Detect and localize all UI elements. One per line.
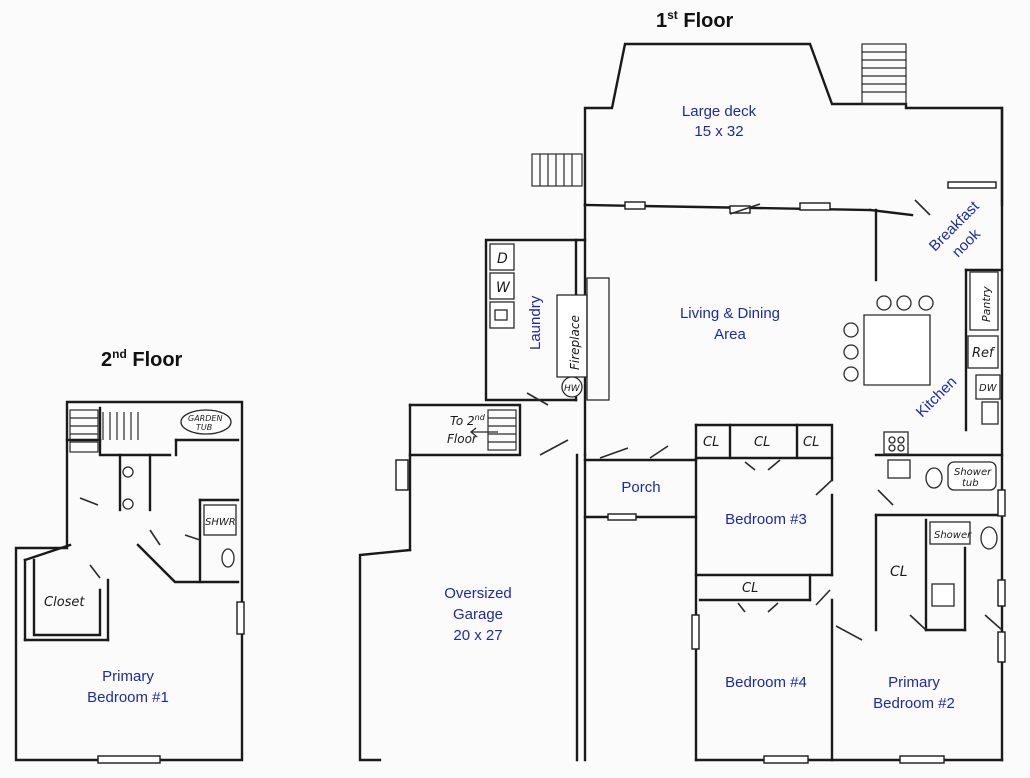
refrigerator-label: Ref (972, 346, 996, 361)
walk-in-closet-label: Closet (44, 595, 85, 610)
fireplace-label: Fireplace (568, 315, 582, 370)
primary-bedroom-1-label-2: Bedroom #1 (87, 689, 169, 706)
washer-label: W (496, 280, 511, 296)
porch-label: Porch (621, 479, 660, 496)
first-floor-doors (526, 199, 1003, 641)
garden-tub-icon (180, 409, 232, 435)
closet-label-1: CL (703, 435, 719, 450)
stairs-to-second-floor-note: To 2nd Floor (447, 413, 498, 446)
laundry-appliances: D W Fireplace HW (489, 243, 610, 401)
refrigerator-icon (967, 335, 999, 369)
washer-icon (489, 272, 515, 300)
closet-label-2: CL (754, 435, 770, 450)
toilet-icon-upper (221, 548, 235, 568)
toilet-icon-2 (980, 526, 998, 550)
shwr-label: SHWR (205, 517, 236, 528)
pantry-icon (969, 271, 999, 331)
closet-label-5: CL (890, 564, 908, 580)
hall-bath-fixtures: Shower tub (887, 459, 997, 491)
kitchen-fixtures: Pantry Ref DW (843, 271, 1001, 455)
svg-text:Floor: Floor (447, 432, 478, 446)
first-floor-closets: CL CL CL CL CL (703, 435, 908, 596)
sink-icon-upper-1 (122, 466, 134, 478)
second-floor-walls (14, 400, 244, 762)
garden-tub-label-2: TUB (196, 423, 212, 432)
living-dining-label-2: Area (714, 326, 746, 343)
closet-label-4: CL (742, 581, 758, 596)
closet-label-3: CL (803, 435, 819, 450)
first-floor-stairs (487, 43, 907, 451)
stove-icon (883, 431, 909, 455)
bath-sink-icon-2 (931, 583, 955, 607)
shwr-icon (203, 504, 237, 536)
primary-bedroom-2-label-1: Primary (888, 674, 940, 691)
water-heater-label: HW (564, 384, 581, 394)
shower-tub-label-2: tub (962, 478, 979, 489)
dishwasher-label: DW (979, 383, 998, 394)
second-floor-windows (97, 601, 245, 764)
pantry-label: Pantry (980, 286, 993, 322)
garage-label-2: Garage (453, 606, 503, 623)
shower-tub-icon (947, 461, 997, 491)
large-deck-label: Large deck (682, 103, 757, 120)
sink-icon-upper-2 (122, 498, 134, 510)
shower-tub-label-1: Shower (954, 467, 992, 478)
bedroom-4-label: Bedroom #4 (725, 674, 807, 691)
shower-label: Shower (934, 530, 972, 541)
first-floor-walls (358, 42, 1004, 762)
bath-sink-icon (887, 459, 911, 479)
garage-size: 20 x 27 (453, 627, 502, 644)
first-floor-title: 1st Floor (656, 8, 734, 32)
garden-tub-label-1: GARDEN (188, 414, 222, 423)
large-deck-size: 15 x 32 (694, 123, 743, 140)
dryer-label: D (497, 251, 508, 267)
kitchen-sink-icon (981, 401, 999, 425)
fireplace-icon (556, 294, 588, 378)
dishwasher-icon (975, 374, 1001, 400)
laundry-label: Laundry (527, 295, 544, 350)
bedroom-3-label: Bedroom #3 (725, 511, 807, 528)
second-floor-stairs (69, 409, 139, 453)
primary-bath-fixtures: Shower (929, 521, 998, 607)
kitchen-island (863, 314, 931, 386)
living-dining-label-1: Living & Dining (680, 305, 780, 322)
primary-bedroom-1-label-1: Primary (102, 668, 154, 685)
water-heater-icon (561, 376, 583, 398)
second-floor-title: 2nd Floor (101, 347, 183, 371)
dryer-icon (489, 243, 515, 271)
toilet-icon (925, 467, 943, 489)
first-floor-windows (395, 181, 1006, 764)
second-floor-fixtures: GARDEN TUB SHWR Closet (44, 409, 237, 610)
second-floor-doors (79, 497, 201, 579)
svg-text:To 2nd: To 2nd (450, 413, 486, 428)
garage-label-1: Oversized (444, 585, 512, 602)
primary-bedroom-2-label-2: Bedroom #2 (873, 695, 955, 712)
shower-icon (929, 521, 971, 545)
